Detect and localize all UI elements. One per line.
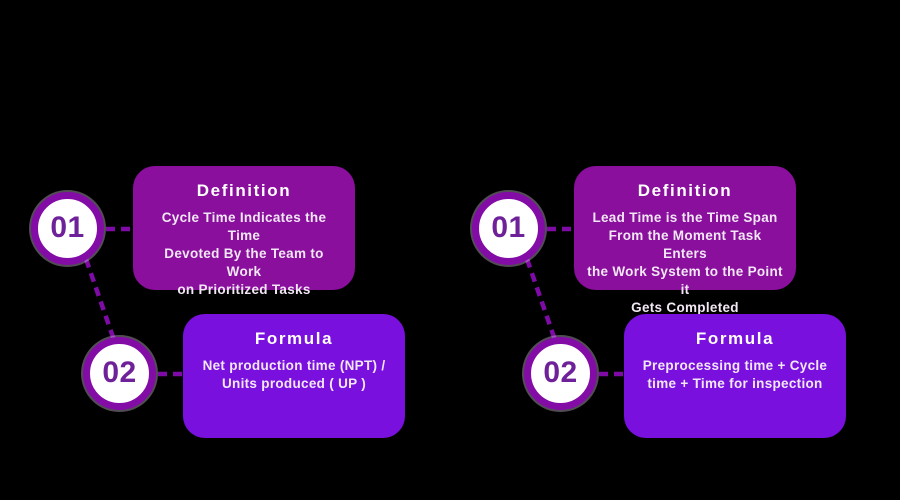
connector-circle1-to-circle2 <box>524 258 558 341</box>
card-body: Preprocessing time + Cycle time + Time f… <box>642 358 828 392</box>
formula-card: Formula Net production time (NPT) / Unit… <box>183 314 405 438</box>
card-body: Cycle Time Indicates the Time Devoted By… <box>161 210 327 298</box>
step-number: 02 <box>102 355 137 389</box>
definition-card: Definition Lead Time is the Time Span Fr… <box>574 166 796 315</box>
cycle-time-column: 01 Definition Cycle Time Indicates the T… <box>31 166 405 438</box>
step-number: 01 <box>491 210 526 244</box>
step-circle-01: 01 <box>472 192 545 265</box>
connector-circle1-to-circle2 <box>83 258 117 341</box>
card-body: Lead Time is the Time Span From the Mome… <box>587 210 783 316</box>
card-title: Definition <box>637 181 733 200</box>
step-circle-02: 02 <box>83 337 156 410</box>
card-title: Formula <box>254 329 334 348</box>
card-title: Definition <box>196 181 292 200</box>
lead-time-column: 01 Definition Lead Time is the Time Span… <box>441 0 900 500</box>
definition-card: Definition Cycle Time Indicates the Time… <box>133 166 355 297</box>
formula-card: Formula Preprocessing time + Cycle time … <box>624 314 846 438</box>
step-circle-02: 02 <box>524 337 597 410</box>
step-number: 02 <box>543 355 578 389</box>
step-number: 01 <box>50 210 85 244</box>
step-circle-01: 01 <box>31 192 104 265</box>
card-title: Formula <box>695 329 775 348</box>
card-body: Net production time (NPT) / Units produc… <box>202 358 386 392</box>
